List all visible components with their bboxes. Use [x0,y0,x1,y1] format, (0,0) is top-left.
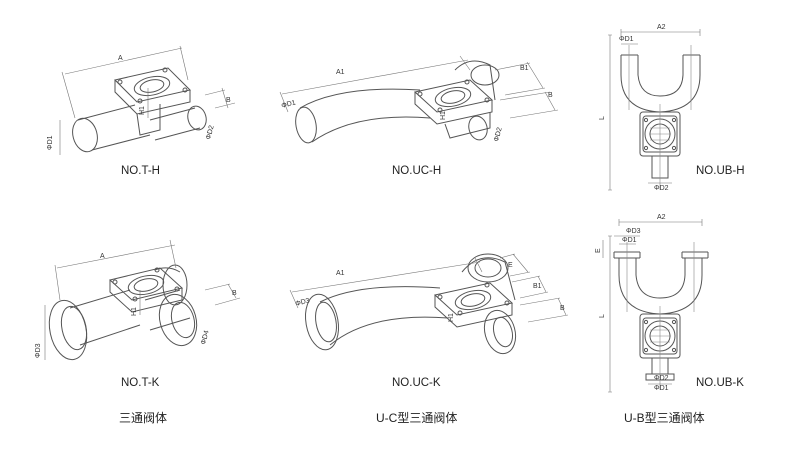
dim-d1-ub: ΦD1 [619,36,634,43]
dim-d2: ΦD2 [205,125,216,141]
dim-d1: ΦD1 [47,135,54,150]
dim-d2-ub: ΦD2 [654,185,669,192]
dim-a1: A1 [336,69,345,76]
dim-h1-tk: H1 [131,307,138,316]
dim-b1: B1 [520,65,529,72]
drawing-ub-k: A2 ΦD3 ΦD1 E ΦD2 ΦD1 L [595,214,709,393]
dim-h1-uc: H1 [440,111,447,120]
dim-a2-ubk: A2 [657,214,666,221]
dim-b-tk: B [232,290,237,297]
caption-tee: 三通阀体 [119,411,168,425]
dim-h1: H1 [139,106,146,115]
dim-b1-uck: B1 [533,283,542,290]
dim-h1-uck: H1 [448,313,455,322]
drawing-t-k: A B ΦD3 ΦD4 H1 [35,239,241,361]
dim-b: B [226,97,231,104]
caption-ub: U-B型三通阀体 [624,411,705,425]
label-uc-k: NO.UC-K [392,377,441,389]
drawing-uc-h: A1 B1 B ΦD1 ΦD2 H1 [279,55,559,144]
dim-d3-uck: ΦD3 [295,297,311,308]
dim-d4-tk: ΦD4 [200,330,211,346]
dim-d1-ubk: ΦD1 [622,237,637,244]
label-uc-h: NO.UC-H [392,165,442,177]
drawing-uc-k: A1 E B1 B ΦD3 H1 [289,253,569,355]
label-t-h: NO.T-H [121,165,160,177]
drawing-ub-h: A2 ΦD1 ΦD2 L [599,24,701,192]
dim-b-uc: B [548,92,553,99]
dim-d2-uc: ΦD2 [493,127,504,143]
dim-b-uck: B [560,305,565,312]
dim-a-tk: A [100,253,105,260]
dim-e-ubk: E [595,248,602,253]
drawing-t-h: A B ΦD1 ΦD2 H1 [47,45,236,155]
dim-d3-tk: ΦD3 [35,343,42,358]
label-ub-h: NO.UB-H [696,165,745,177]
label-ub-k: NO.UB-K [696,377,744,389]
dim-l: L [599,116,606,120]
dim-d1-uc: ΦD1 [281,99,297,110]
dim-a: A [118,55,123,62]
dim-a2: A2 [657,24,666,31]
label-t-k: NO.T-K [121,377,160,389]
dim-e: E [508,262,513,269]
dim-d3-ubk: ΦD3 [626,228,641,235]
caption-uc: U-C型三通阀体 [376,411,458,425]
dim-d2-ubk: ΦD2 [654,375,669,382]
dim-d1-bottom: ΦD1 [654,385,669,392]
dim-l-ubk: L [599,314,606,318]
dim-a1-uck: A1 [336,270,345,277]
